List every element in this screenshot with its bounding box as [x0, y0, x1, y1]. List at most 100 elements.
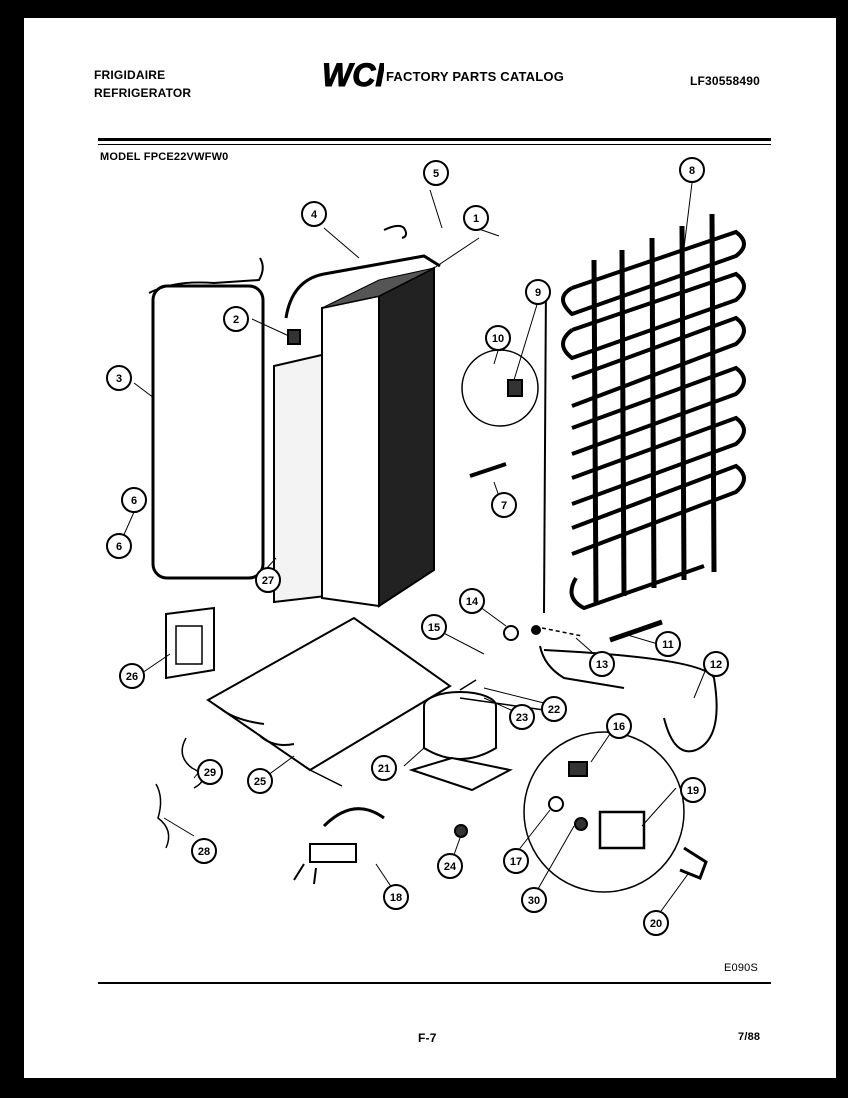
callout-circle: [121, 487, 147, 513]
callout-9: 9: [525, 279, 551, 305]
header-rule-bottom: [98, 144, 771, 145]
callout-circle: [191, 838, 217, 864]
footer-rule: [98, 982, 771, 984]
wci-logo: WCI: [320, 57, 386, 94]
callout-circle: [106, 365, 132, 391]
callout-11: 11: [655, 631, 681, 657]
callout-label: 25: [254, 776, 266, 788]
callout-label: 23: [516, 712, 528, 724]
logo-text: WCI: [322, 58, 384, 90]
callout-19: 19: [680, 777, 706, 803]
callout-23: 23: [509, 704, 535, 730]
overload-19: [598, 810, 646, 850]
callout-label: 13: [596, 659, 608, 671]
callout-26: 26: [119, 663, 145, 689]
exploded-parts-diagram: 1234566789101112131415161718192021222324…: [106, 157, 746, 936]
callout-14: 14: [459, 588, 485, 614]
part-7-tube: [469, 462, 507, 478]
callout-label: 14: [466, 596, 479, 608]
callout-label: 21: [378, 763, 390, 775]
callout-8: 8: [679, 157, 705, 183]
callout-label: 6: [116, 541, 122, 553]
callout-label: 2: [233, 314, 239, 326]
compressor-body: [423, 706, 497, 760]
wire-29: [181, 737, 204, 789]
callout-label: 16: [613, 721, 625, 733]
callout-15: 15: [421, 614, 447, 640]
callout-circle: [679, 157, 705, 183]
callout-circle: [509, 704, 535, 730]
callout-label: 3: [116, 373, 122, 385]
callout-label: 30: [528, 895, 540, 907]
callout-18: 18: [383, 884, 409, 910]
callout-5: 5: [423, 160, 449, 186]
parts-catalog-page: FRIGIDAIRE REFRIGERATOR WCI FACTORY PART…: [24, 18, 836, 1078]
wire-28: [155, 783, 170, 849]
grommet-24: [454, 824, 468, 838]
callout-25: 25: [247, 768, 273, 794]
callout-label: 20: [650, 918, 662, 930]
callout-12: 12: [703, 651, 729, 677]
callout-label: 7: [501, 500, 507, 512]
callout-circle: [589, 651, 615, 677]
gasket-loop: [151, 284, 265, 580]
product-type: REFRIGERATOR: [94, 86, 192, 100]
callout-label: 19: [687, 785, 699, 797]
callout-circle: [643, 910, 669, 936]
tube-18: [322, 807, 385, 828]
callout-3: 3: [106, 365, 132, 391]
callout-4: 4: [301, 201, 327, 227]
clip-part: [287, 329, 301, 345]
catalog-title: FACTORY PARTS CATALOG: [386, 69, 565, 84]
callout-circle: [463, 205, 489, 231]
callout-circle: [247, 768, 273, 794]
line-13: [541, 627, 583, 637]
callout-label: 28: [198, 846, 210, 858]
callout-circle: [437, 853, 463, 879]
callout-7: 7: [491, 492, 517, 518]
callout-circle: [541, 696, 567, 722]
callout-circle: [485, 325, 511, 351]
evaporator-front: [321, 294, 380, 608]
callout-circle: [459, 588, 485, 614]
callout-circle: [119, 663, 145, 689]
callout-circle: [423, 160, 449, 186]
callout-circle: [655, 631, 681, 657]
callout-label: 9: [535, 287, 541, 299]
bracket-26: [165, 606, 215, 680]
callout-6: 6: [121, 487, 147, 513]
callout-circle: [371, 755, 397, 781]
figure-code: E090S: [724, 962, 759, 974]
callout-label: 11: [662, 639, 674, 651]
callout-label: 18: [390, 892, 402, 904]
clip-20: [679, 846, 708, 880]
callout-circle: [421, 614, 447, 640]
header-rule-top: [98, 138, 771, 141]
callout-10: 10: [485, 325, 511, 351]
gasket-lead: [148, 257, 264, 294]
callout-13: 13: [589, 651, 615, 677]
callout-27: 27: [255, 567, 281, 593]
callout-label: 26: [126, 671, 138, 683]
callout-28: 28: [191, 838, 217, 864]
base-plate: [206, 616, 452, 772]
callout-20: 20: [643, 910, 669, 936]
wci-logo-mark: WCI: [322, 57, 386, 94]
callout-circle: [197, 759, 223, 785]
callout-circle: [301, 201, 327, 227]
filter-pad: [273, 352, 327, 604]
clamp-14: [503, 625, 519, 641]
callout-22: 22: [541, 696, 567, 722]
callout-17: 17: [503, 848, 529, 874]
callout-label: 1: [473, 213, 479, 225]
callout-21: 21: [371, 755, 397, 781]
callout-circle: [223, 306, 249, 332]
callout-label: 5: [433, 168, 439, 180]
detail-circle-9: [461, 349, 539, 427]
callout-label: 6: [131, 495, 137, 507]
callout-circle: [525, 279, 551, 305]
callout-circle: [255, 567, 281, 593]
callout-label: 22: [548, 704, 560, 716]
relay-16: [568, 761, 588, 777]
brand-name: FRIGIDAIRE: [94, 68, 166, 82]
